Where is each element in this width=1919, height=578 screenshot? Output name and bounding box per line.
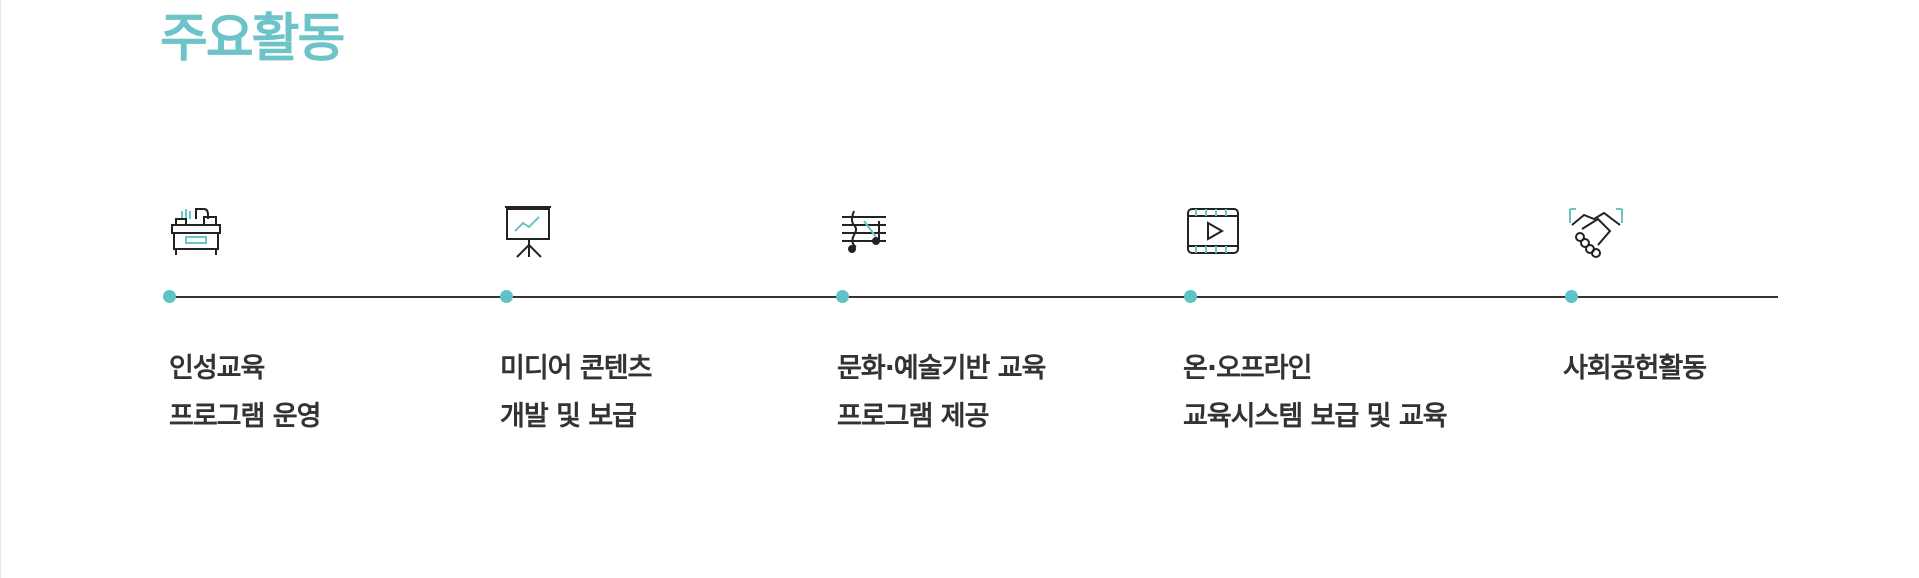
activity-item-social-contribution: 사회공헌활동	[1563, 345, 1707, 393]
activity-item-culture-arts: 문화·예술기반 교육 프로그램 제공	[837, 345, 1046, 441]
desk-icon	[168, 203, 224, 259]
section-title: 주요활동	[160, 9, 345, 69]
timeline-dot	[163, 290, 176, 303]
activity-label-line2: 교육시스템 보급 및 교육	[1183, 401, 1448, 432]
activity-item-character-education: 인성교육 프로그램 운영	[169, 345, 321, 441]
timeline-dot	[836, 290, 849, 303]
music-notes-icon	[840, 203, 896, 259]
activity-label-line1: 사회공헌활동	[1563, 353, 1707, 384]
timeline-line	[168, 296, 1778, 298]
activity-label-line2: 프로그램 운영	[169, 401, 321, 432]
page-left-border	[0, 0, 1, 578]
timeline-dot	[1565, 290, 1578, 303]
video-play-icon	[1186, 203, 1242, 259]
timeline-dot	[1184, 290, 1197, 303]
activity-label-line1: 문화·예술기반 교육	[837, 353, 1046, 384]
timeline-dot	[500, 290, 513, 303]
presentation-board-icon	[503, 203, 559, 259]
activity-item-media-content: 미디어 콘텐츠 개발 및 보급	[500, 345, 652, 441]
activity-label-line1: 온·오프라인	[1183, 353, 1312, 384]
activity-label-line1: 미디어 콘텐츠	[500, 353, 652, 384]
activity-label-line2: 개발 및 보급	[500, 401, 637, 432]
activity-label-line2: 프로그램 제공	[837, 401, 989, 432]
activity-item-online-offline: 온·오프라인 교육시스템 보급 및 교육	[1183, 345, 1448, 441]
handshake-icon	[1568, 203, 1624, 259]
activity-label-line1: 인성교육	[169, 353, 265, 384]
